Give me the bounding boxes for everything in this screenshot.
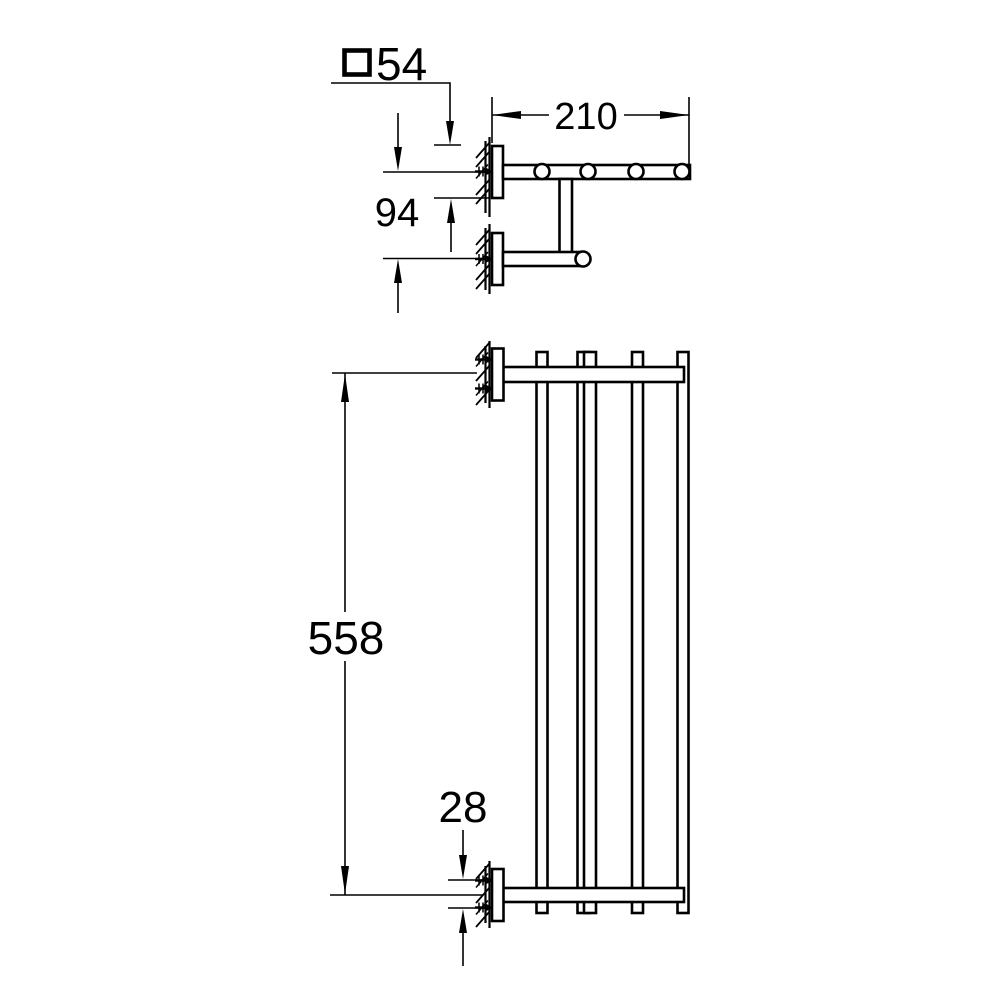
dimension-depth: 210 bbox=[491, 96, 690, 166]
dimension-rail-length: 558 bbox=[308, 372, 483, 896]
arrow-left-icon bbox=[492, 111, 521, 119]
leader-line bbox=[331, 82, 451, 124]
upper-wall-plate bbox=[490, 347, 505, 402]
wall-hatch-icon bbox=[475, 364, 491, 382]
lower-crossbar bbox=[501, 886, 686, 904]
towel-rail-2 bbox=[582, 350, 598, 915]
towel-rail-3 bbox=[630, 350, 645, 915]
wall-hatch-icon bbox=[475, 141, 491, 159]
rail-end bbox=[673, 162, 691, 181]
arrow-down-icon bbox=[459, 855, 467, 879]
wall-hatch-icon bbox=[475, 187, 491, 205]
wall-hatch-icon bbox=[475, 263, 491, 281]
towel-rail-1 bbox=[535, 350, 549, 915]
wall-hatch-icon bbox=[475, 228, 491, 246]
arrow-down-icon bbox=[446, 121, 454, 145]
arrow-down-icon bbox=[341, 866, 349, 894]
arrow-down-icon bbox=[394, 147, 402, 171]
dimension-plate-square: 54 bbox=[331, 38, 490, 252]
plan-view-structure bbox=[473, 341, 690, 928]
wall-hatch-icon bbox=[475, 237, 491, 255]
plan-view: 558 28 bbox=[308, 341, 690, 966]
upper-wall-plate bbox=[490, 144, 505, 200]
swing-bar-arm bbox=[501, 250, 585, 268]
arrow-up-icon bbox=[447, 199, 455, 223]
dim-label-mount-offset: 94 bbox=[375, 191, 420, 235]
side-view: 54 210 94 bbox=[331, 38, 692, 313]
arrow-up-icon bbox=[394, 259, 402, 283]
arrow-right-icon bbox=[660, 111, 689, 119]
towel-rail-4 bbox=[676, 350, 690, 915]
wall-hatch-icon bbox=[475, 178, 491, 196]
connecting-post bbox=[558, 177, 574, 255]
rail-end bbox=[533, 162, 551, 181]
dim-label-screw-spacing: 28 bbox=[439, 783, 488, 832]
wall-hatch-icon bbox=[475, 910, 491, 928]
side-view-structure bbox=[473, 137, 692, 294]
wall-hatch-icon bbox=[475, 272, 491, 290]
arrow-up-icon bbox=[341, 374, 349, 402]
dimension-screw-spacing: 28 bbox=[439, 783, 491, 966]
rail-end bbox=[579, 162, 597, 181]
arrow-up-icon bbox=[459, 909, 467, 933]
dimension-mount-offset: 94 bbox=[375, 113, 490, 313]
square-symbol-icon bbox=[342, 48, 372, 77]
dim-label-depth: 210 bbox=[554, 96, 617, 138]
dim-label-rail-length: 558 bbox=[308, 612, 385, 664]
dim-label-plate-square: 54 bbox=[376, 38, 427, 90]
upper-crossbar bbox=[501, 365, 686, 384]
lower-wall-plate bbox=[490, 867, 505, 923]
lower-wall-plate bbox=[490, 231, 505, 287]
rail-end bbox=[627, 162, 645, 181]
swing-bar-end bbox=[574, 250, 592, 268]
